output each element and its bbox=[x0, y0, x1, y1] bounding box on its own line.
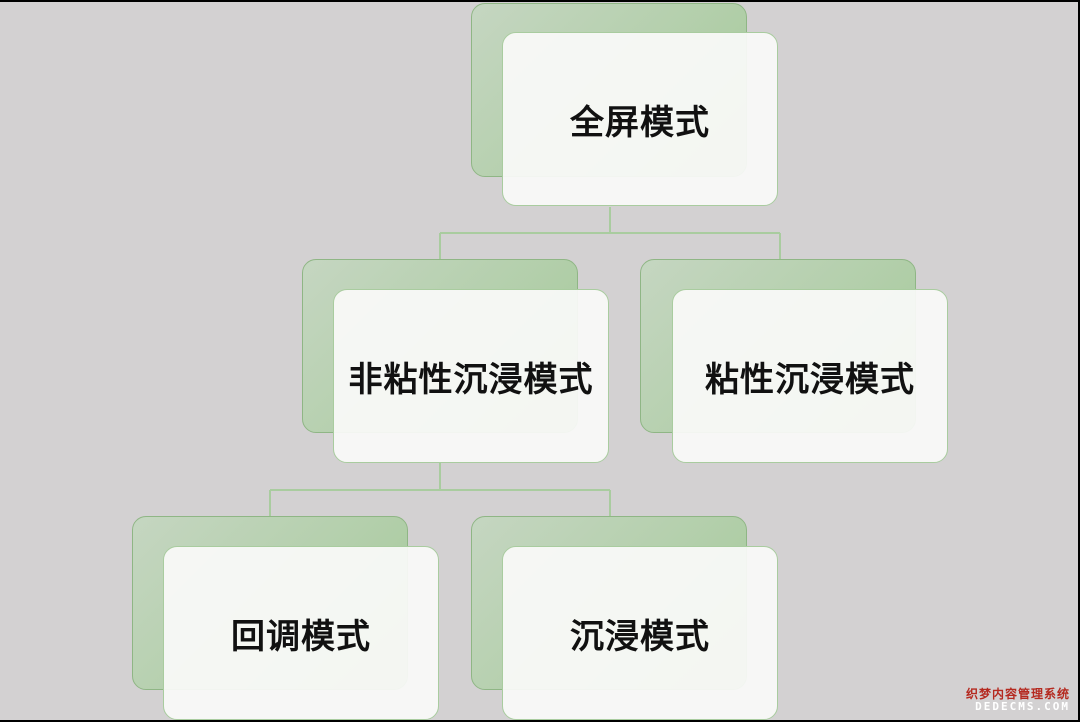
watermark-text-cn: 织梦内容管理系统 bbox=[965, 686, 1070, 701]
node-sticky-label: 粘性沉浸模式 bbox=[705, 359, 915, 400]
node-immersive-label: 沉浸模式 bbox=[570, 616, 710, 657]
node-immersive-mode: 沉浸模式 bbox=[502, 546, 778, 720]
node-nonsticky-immersive-mode: 非粘性沉浸模式 bbox=[333, 289, 609, 463]
node-fullscreen-mode: 全屏模式 bbox=[502, 32, 778, 206]
watermark-text-en: DEDECMS.COM bbox=[975, 700, 1070, 714]
node-nonsticky-label: 非粘性沉浸模式 bbox=[348, 359, 594, 400]
node-callback-mode: 回调模式 bbox=[163, 546, 439, 720]
node-sticky-immersive-mode: 粘性沉浸模式 bbox=[672, 289, 948, 463]
node-callback-label: 回调模式 bbox=[231, 616, 371, 657]
watermark-logo: 织梦内容管理系统 DEDECMS.COM bbox=[965, 686, 1070, 714]
node-fullscreen-label: 全屏模式 bbox=[570, 102, 710, 143]
